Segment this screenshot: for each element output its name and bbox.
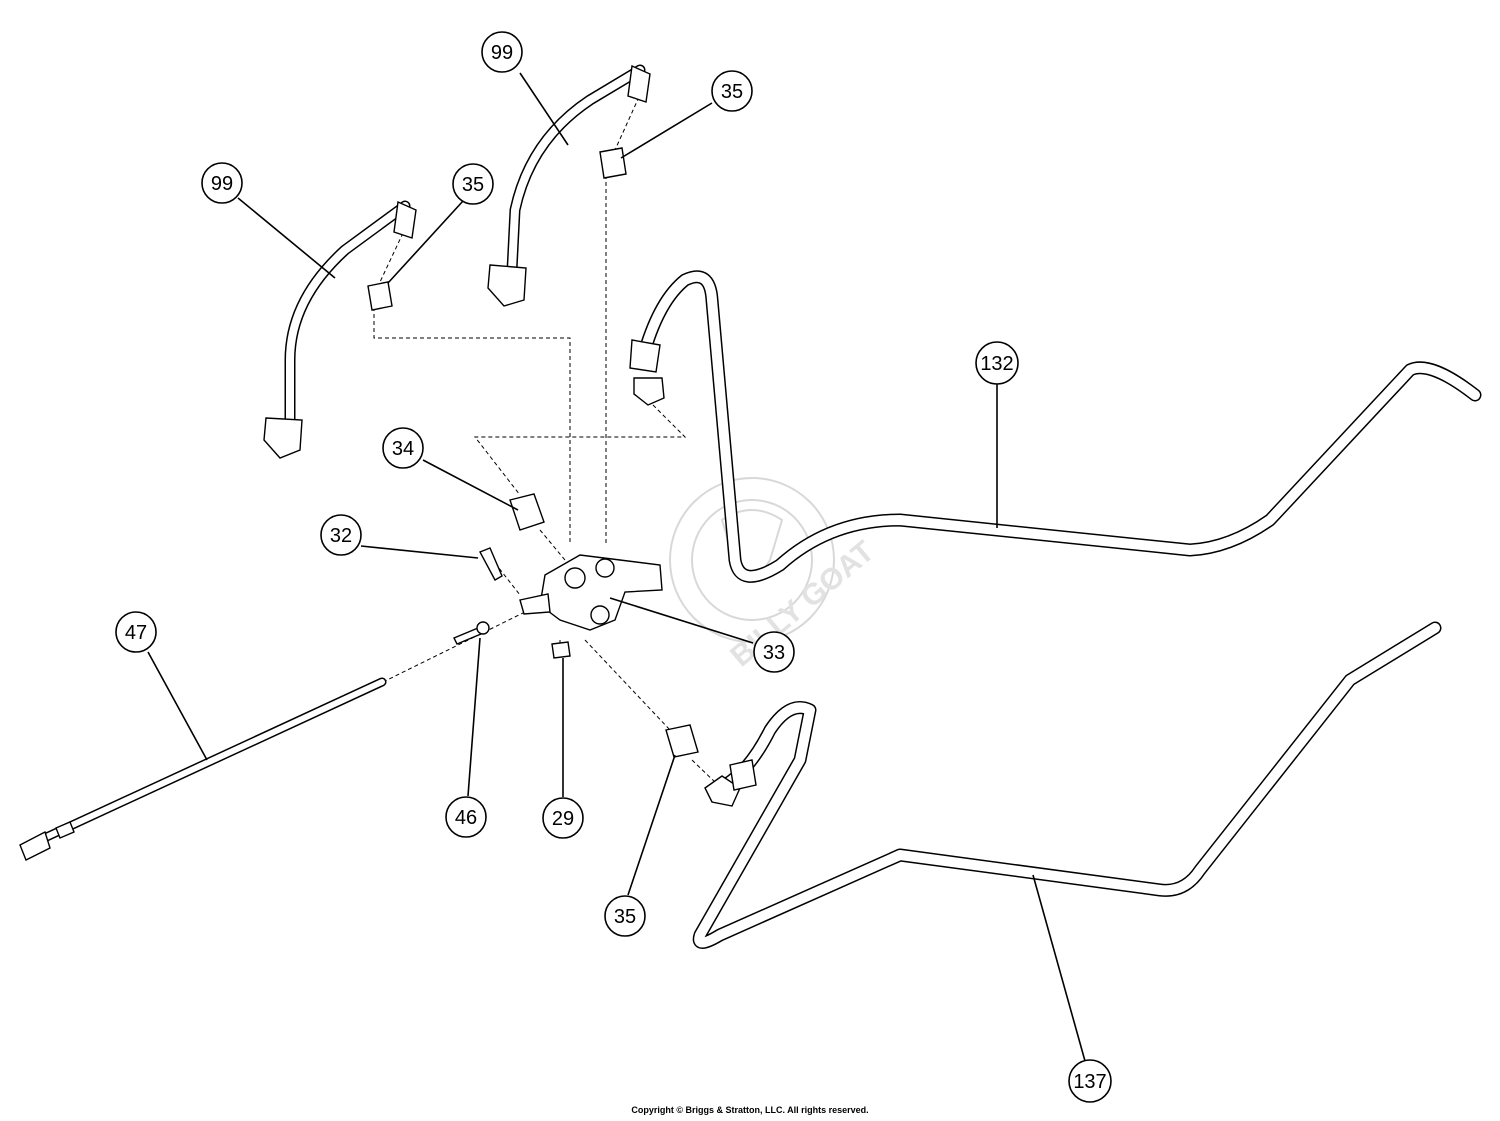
callout-99-right: 99: [481, 31, 523, 73]
tube-132: [629, 270, 1482, 583]
callout-label: 34: [392, 438, 414, 460]
callout-label: 35: [614, 906, 636, 928]
callout-35-top: 35: [711, 70, 753, 112]
callout-33: 33: [753, 631, 795, 673]
leader-lines: [147, 72, 1086, 1062]
callout-label: 99: [211, 173, 233, 195]
callout-label: 33: [763, 642, 785, 664]
nut-29: [551, 641, 571, 659]
callouts: 99 35 99 35 132 34 32 33: [115, 31, 1112, 1103]
callout-99-left: 99: [201, 162, 243, 204]
callout-label: 32: [330, 525, 352, 547]
callout-34: 34: [382, 427, 424, 469]
callout-46: 46: [445, 796, 487, 838]
callout-label: 29: [552, 808, 574, 830]
bolt-32: [479, 547, 503, 581]
fitting-34: [509, 493, 545, 531]
callout-label: 46: [455, 807, 477, 829]
callout-label: 99: [491, 42, 513, 64]
tube-99-right: [487, 64, 651, 307]
assembly-lines: [373, 96, 719, 786]
callout-label: 47: [125, 622, 147, 644]
callout-label: 132: [980, 353, 1013, 375]
callout-label: 35: [462, 174, 484, 196]
rod-47: [19, 677, 387, 861]
callout-47: 47: [115, 611, 157, 653]
fitting-35-top: [599, 147, 627, 179]
fitting-35-bottom: [665, 724, 699, 758]
copyright-notice: Copyright © Briggs & Stratton, LLC. All …: [631, 1105, 869, 1115]
fitting-35-left: [367, 281, 393, 311]
tube-99-left: [263, 200, 417, 459]
clevis-46: [453, 621, 490, 645]
callout-35-left: 35: [452, 163, 494, 205]
callout-137: 137: [1068, 1059, 1112, 1103]
callout-132: 132: [975, 341, 1019, 385]
callout-35-bottom: 35: [604, 895, 646, 937]
callout-32: 32: [320, 514, 362, 556]
valve-33: [519, 554, 663, 631]
tube-137: [692, 621, 1442, 949]
callout-29: 29: [542, 797, 584, 839]
callout-label: 35: [721, 81, 743, 103]
callout-label: 137: [1073, 1071, 1106, 1093]
